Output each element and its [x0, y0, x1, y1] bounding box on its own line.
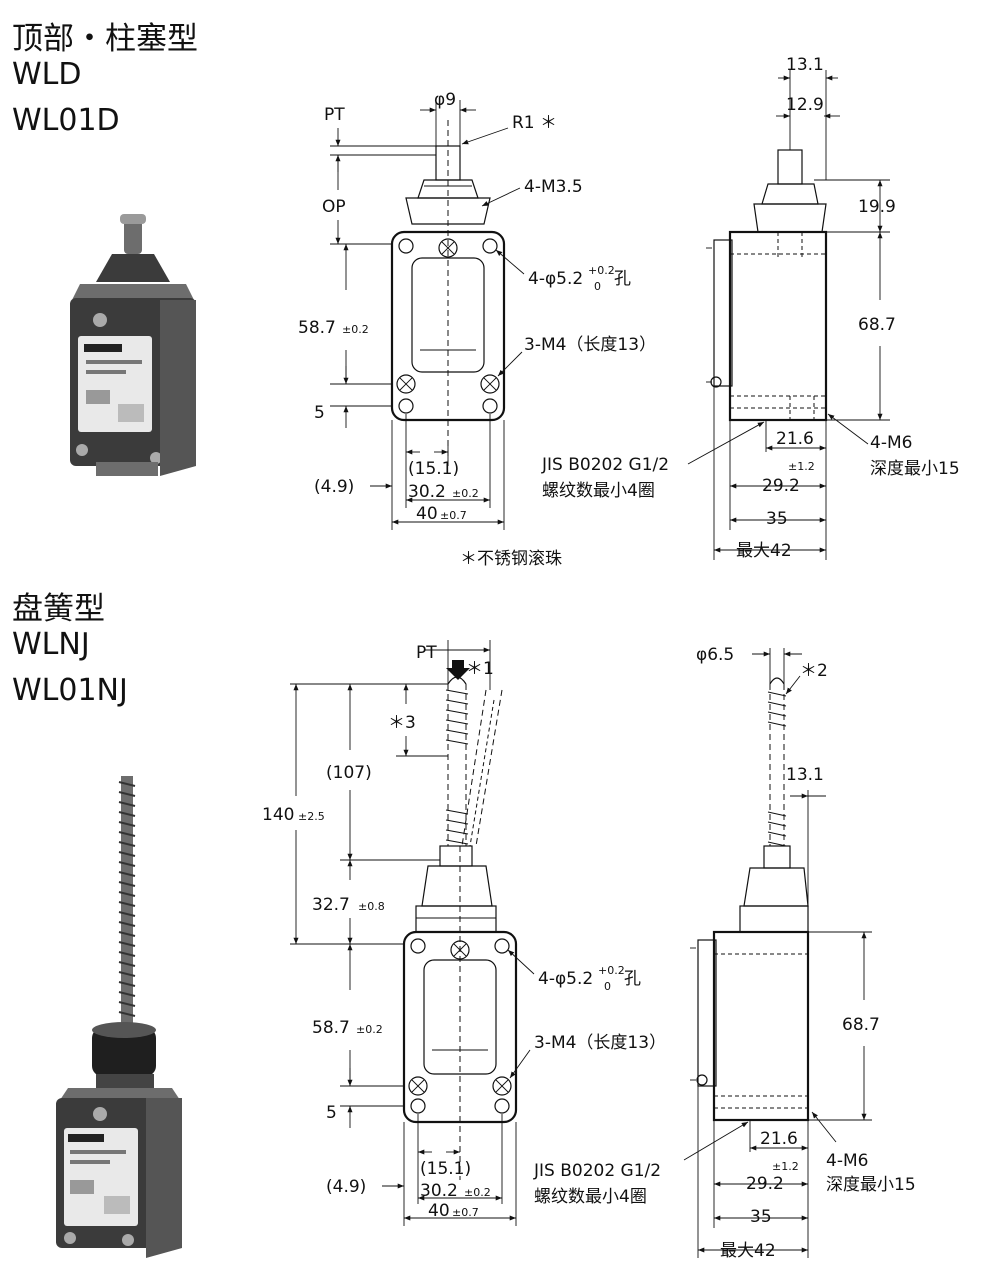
top-side-d216-tol: ±1.2	[788, 460, 815, 473]
top-d40-label: 40	[416, 504, 438, 524]
top-hole-tol-upper: +0.2	[588, 264, 615, 277]
bottom-d327-label: 32.7	[312, 895, 350, 915]
top-model-wld: WLD	[12, 57, 82, 92]
top-d49-label: (4.9)	[314, 477, 354, 497]
bottom-d587-tol: ±0.2	[356, 1023, 383, 1036]
top-side-d131-label: 13.1	[786, 55, 824, 75]
top-side-jis-note: 螺纹数最小4圈	[542, 481, 655, 501]
top-side-view: 13.1 12.9 19.9 68.7 4-M6 深度最小15 JIS B020…	[541, 55, 960, 561]
top-side-d292-label: 29.2	[762, 476, 800, 496]
bottom-hole-label: 4-φ5.2	[538, 969, 593, 989]
top-side-m6-label: 4-M6	[870, 433, 912, 453]
bottom-side-d292-label: 29.2	[746, 1174, 784, 1194]
top-d5-label: 5	[314, 403, 325, 423]
bottom-d327-tol: ±0.8	[358, 900, 385, 913]
bottom-side-phi65-label: φ6.5	[696, 645, 734, 665]
bottom-side-m6-label: 4-M6	[826, 1151, 868, 1171]
top-front-view: φ9 R1 ＊ PT OP 4-M3.5 4-φ5.2 +0.2 0 孔 3-M…	[298, 90, 656, 569]
bottom-d587-label: 58.7	[312, 1018, 350, 1038]
top-side-max42-label: 最大42	[736, 541, 792, 561]
top-d302-tol: ±0.2	[452, 487, 479, 500]
bottom-hole-suffix: 孔	[624, 969, 641, 989]
bottom-hole-tol-upper: +0.2	[598, 964, 625, 977]
bottom-d151-label: (15.1)	[420, 1159, 471, 1179]
top-side-d129-label: 12.9	[786, 95, 824, 115]
bottom-side-d687-label: 68.7	[842, 1015, 880, 1035]
bottom-side-max42-label: 最大42	[720, 1241, 776, 1261]
top-side-d199-label: 19.9	[858, 197, 896, 217]
bottom-pt-label: PT	[416, 643, 437, 663]
top-d302-label: 30.2	[408, 482, 446, 502]
top-hole-label: 4-φ5.2	[528, 269, 583, 289]
bottom-side-star2-label: ＊2	[800, 661, 828, 681]
top-section-title: 顶部・柱塞型	[12, 21, 198, 57]
top-m4-label: 3-M4（长度13）	[524, 335, 656, 355]
bottom-side-view: φ6.5 ＊2 13.1 68.7 4-M6 深度最小15 JIS B0202 …	[533, 645, 916, 1261]
bottom-d40-tol: ±0.7	[452, 1206, 479, 1219]
top-side-d35-label: 35	[766, 509, 788, 529]
bottom-model-wl01nj: WL01NJ	[12, 673, 128, 708]
top-side-jis-label: JIS B0202 G1/2	[541, 455, 669, 475]
top-phi9-label: φ9	[434, 90, 456, 110]
plunger-switch-photo	[70, 214, 196, 476]
top-m35-label: 4-M3.5	[524, 177, 583, 197]
bottom-front-view: PT ＊1 ＊3 (107) 140 ±2.5 32.7 ±0.8 4-φ5.2…	[262, 640, 666, 1226]
top-note-label: ＊不锈钢滚珠	[460, 549, 562, 569]
bottom-m4-label: 3-M4（长度13）	[534, 1033, 666, 1053]
bottom-section-title: 盘簧型	[12, 591, 105, 627]
bottom-d140-label: 140	[262, 805, 294, 825]
bottom-d5-label: 5	[326, 1103, 337, 1123]
bottom-side-jis-label: JIS B0202 G1/2	[533, 1161, 661, 1181]
bottom-hole-tol-lower: 0	[604, 980, 611, 993]
top-op-label: OP	[322, 197, 346, 217]
top-d151-label: (15.1)	[408, 459, 459, 479]
bottom-d40-label: 40	[428, 1201, 450, 1221]
top-r1-label: R1 ＊	[512, 113, 557, 133]
bottom-star3-label: ＊3	[388, 713, 416, 733]
top-side-d687-label: 68.7	[858, 315, 896, 335]
top-side-d216-label: 21.6	[776, 429, 814, 449]
bottom-side-jis-note: 螺纹数最小4圈	[534, 1187, 647, 1207]
coil-spring-switch-photo	[56, 776, 182, 1258]
top-side-m6-depth: 深度最小15	[870, 459, 960, 479]
bottom-model-wlnj: WLNJ	[12, 627, 90, 662]
top-d587-label: 58.7	[298, 318, 336, 338]
bottom-side-d216-label: 21.6	[760, 1129, 798, 1149]
bottom-star1-label: ＊1	[466, 659, 494, 679]
top-hole-suffix: 孔	[614, 269, 631, 289]
bottom-d107-label: (107)	[326, 763, 372, 783]
top-d587-tol: ±0.2	[342, 323, 369, 336]
bottom-side-m6-depth: 深度最小15	[826, 1175, 916, 1195]
bottom-side-d216-tol: ±1.2	[772, 1160, 799, 1173]
bottom-d302-label: 30.2	[420, 1181, 458, 1201]
bottom-d140-tol: ±2.5	[298, 810, 325, 823]
top-model-wl01d: WL01D	[12, 103, 120, 138]
bottom-d302-tol: ±0.2	[464, 1186, 491, 1199]
top-hole-tol-lower: 0	[594, 280, 601, 293]
top-pt-label: PT	[324, 105, 345, 125]
bottom-side-d35-label: 35	[750, 1207, 772, 1227]
bottom-d49-label: (4.9)	[326, 1177, 366, 1197]
bottom-side-d131-label: 13.1	[786, 765, 824, 785]
top-d40-tol: ±0.7	[440, 509, 467, 522]
